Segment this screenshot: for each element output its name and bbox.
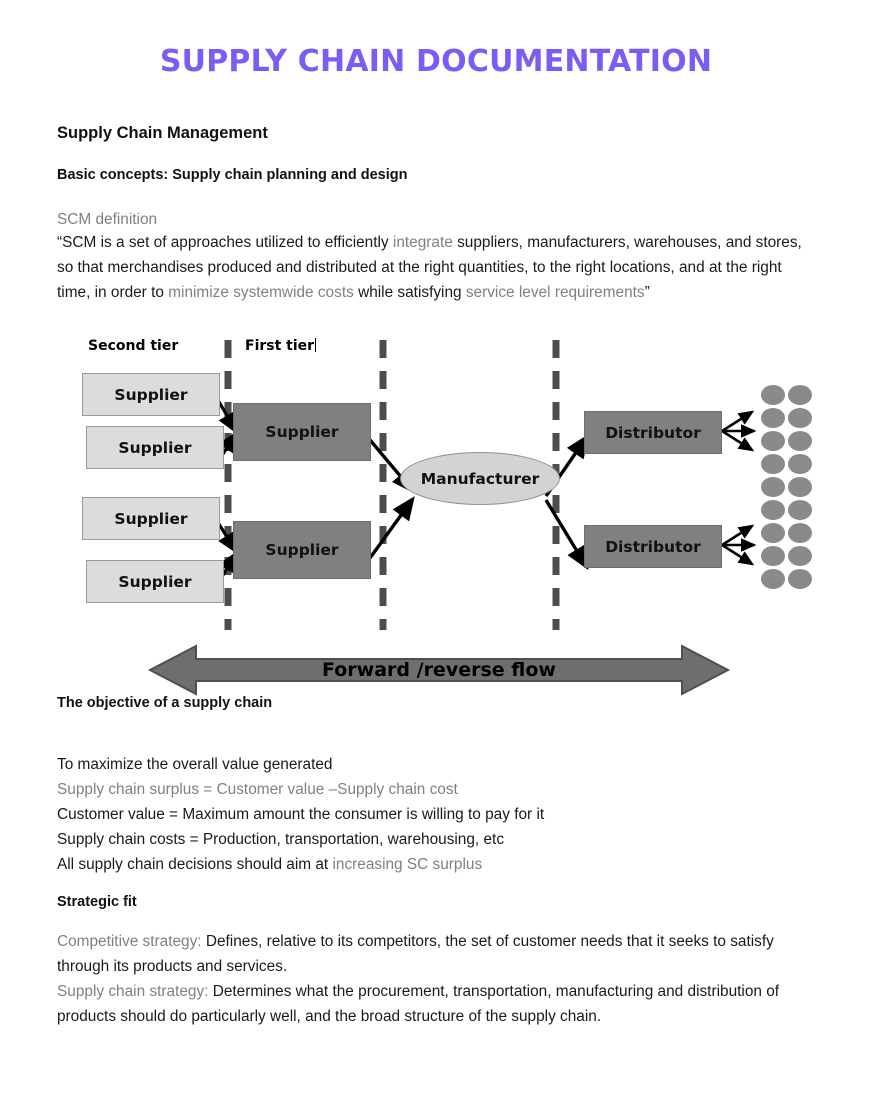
second-tier-supplier-box-2: Supplier <box>86 426 224 469</box>
strategic-fit-body: Competitive strategy: Defines, relative … <box>57 929 825 1029</box>
objective-line: All supply chain decisions should aim at… <box>57 852 817 877</box>
scm-definition-label: SCM definition <box>57 211 158 228</box>
diagram-label-second-tier: Second tier <box>88 338 179 354</box>
section-heading-objective: The objective of a supply chain <box>57 695 273 711</box>
strategy-text: Determines what the procurement, transpo… <box>57 983 780 1025</box>
quote-text: “SCM is a set of approaches utilized to … <box>57 234 393 251</box>
node-label: Distributor <box>605 537 701 556</box>
strategy-paragraph: Competitive strategy: Defines, relative … <box>57 929 825 979</box>
node-label: Supplier <box>114 509 188 528</box>
strategy-label: Competitive strategy: <box>57 933 202 950</box>
highlight-term: integrate <box>392 234 453 251</box>
strategy-paragraph: Supply chain strategy: Determines what t… <box>57 979 825 1029</box>
first-tier-text: First tier <box>245 338 315 354</box>
strategy-text: Defines, relative to its competitors, th… <box>57 933 774 975</box>
flow-arrow-label: Forward /reverse flow <box>322 659 556 681</box>
second-tier-supplier-box-3: Supplier <box>82 497 220 540</box>
distributor-box-2: Distributor <box>584 525 722 568</box>
first-tier-supplier-box-1: Supplier <box>233 403 371 461</box>
manufacturer-ellipse: Manufacturer <box>400 452 560 505</box>
strategy-label: Supply chain strategy: <box>57 983 209 1000</box>
node-label: Supplier <box>114 385 188 404</box>
customer-dots-grid <box>761 385 812 589</box>
diagram-label-first-tier: First tier <box>245 338 317 354</box>
node-label: Supplier <box>118 572 192 591</box>
objective-text: All supply chain decisions should aim at <box>57 856 333 873</box>
scm-definition-quote: “SCM is a set of approaches utilized to … <box>57 230 802 305</box>
forward-reverse-flow-arrow <box>147 644 731 696</box>
node-label: Distributor <box>605 423 701 442</box>
objective-line: To maximize the overall value generated <box>57 756 333 773</box>
flow-arrow-container: Forward /reverse flow <box>150 648 728 692</box>
distributor-box-1: Distributor <box>584 411 722 454</box>
diagram-vector-layer <box>147 340 812 696</box>
quote-text: ” <box>644 284 650 301</box>
supply-chain-diagram: Second tier First tier <box>0 318 872 703</box>
section-heading-strategic-fit: Strategic fit <box>57 894 137 910</box>
section-subheading-basic-concepts: Basic concepts: Supply chain planning an… <box>57 167 408 183</box>
highlight-term: service level requirements <box>465 284 645 301</box>
first-tier-supplier-box-2: Supplier <box>233 521 371 579</box>
second-tier-supplier-box-4: Supplier <box>86 560 224 603</box>
quote-text: suppliers, manufacturers, warehouses, an… <box>57 234 802 301</box>
node-label: Supplier <box>265 541 339 559</box>
objective-line: Supply chain costs = Production, transpo… <box>57 831 505 848</box>
second-tier-supplier-box-1: Supplier <box>82 373 220 416</box>
highlight-term: increasing SC surplus <box>332 856 483 873</box>
objective-line: Supply chain surplus = Customer value –S… <box>57 781 458 798</box>
node-label: Manufacturer <box>420 469 540 488</box>
node-label: Supplier <box>118 438 192 457</box>
page-title: SUPPLY CHAIN DOCUMENTATION <box>159 44 713 79</box>
text-cursor <box>315 338 317 352</box>
quote-text: while satisfying <box>353 284 466 301</box>
section-heading-supply-chain-management: Supply Chain Management <box>57 124 268 142</box>
highlight-term: minimize systemwide costs <box>168 284 354 301</box>
objective-line: Customer value = Maximum amount the cons… <box>57 806 545 823</box>
node-label: Supplier <box>265 423 339 441</box>
